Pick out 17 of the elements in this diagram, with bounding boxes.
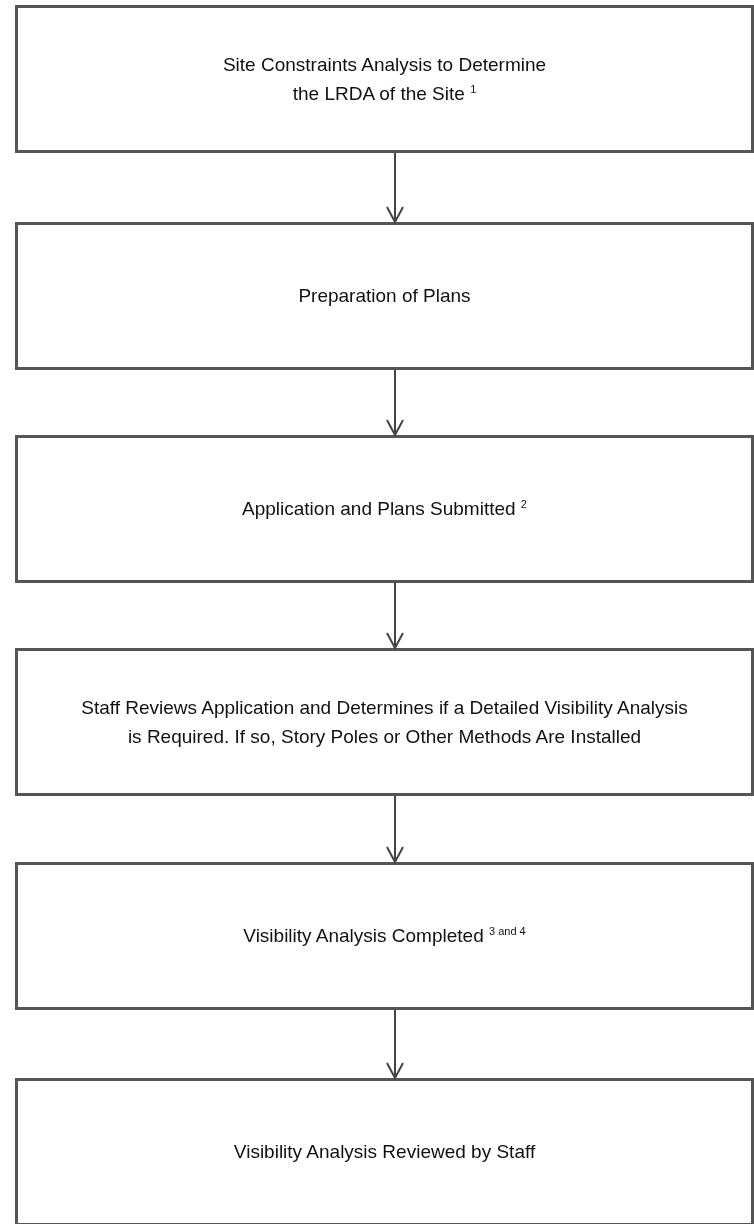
process-box: [15, 862, 754, 1010]
step-text: Staff Reviews Application and Determines if a Detailed Visibility Analysis is Required. If so, Story Poles or Other Methods Are Installed: [80, 695, 689, 749]
process-box: [15, 1078, 754, 1224]
arrow: [386, 369, 404, 436]
arrow: [386, 152, 404, 223]
arrow: [386, 1009, 404, 1079]
step-text: Application and Plans Submitted $^{2}$: [242, 496, 527, 522]
step-text: Visibility Analysis Completed $^{3 and 4}$: [243, 923, 526, 949]
process-box: [15, 435, 754, 583]
step-text: Preparation of Plans: [298, 284, 471, 309]
step-text: Site Constraints Analysis to Determine the LRDA of the Site $^{1}$: [221, 52, 548, 106]
step-text: Visibility Analysis Reviewed by Staff: [233, 1140, 536, 1165]
process-box: [15, 222, 754, 370]
process-box: [15, 5, 754, 153]
arrow: [386, 795, 404, 863]
process-box: [15, 648, 754, 796]
arrow: [386, 582, 404, 649]
